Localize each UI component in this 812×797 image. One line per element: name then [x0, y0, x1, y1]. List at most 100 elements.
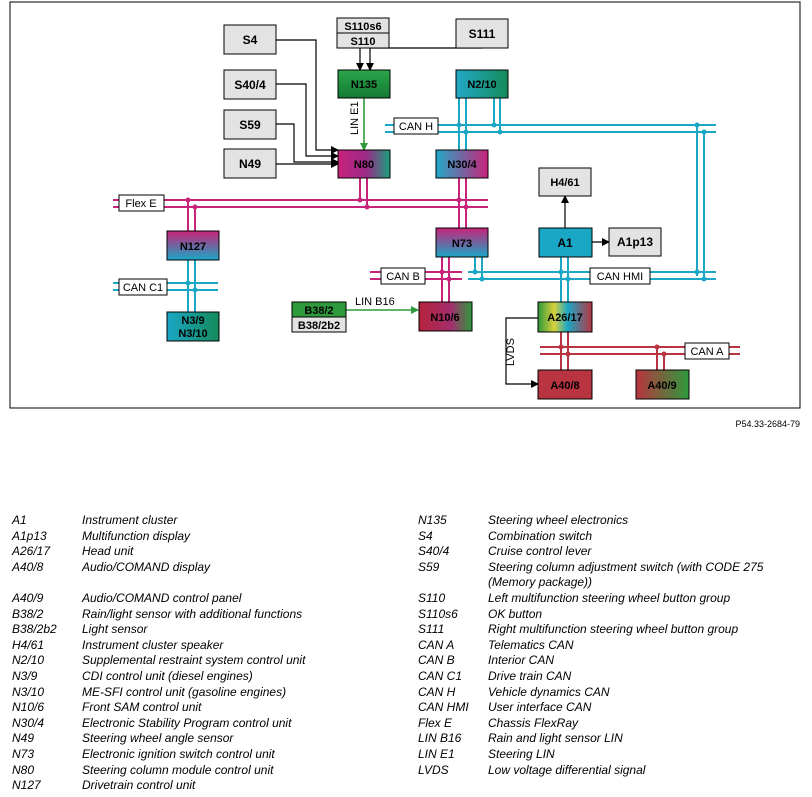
legend-code: N10/6: [12, 700, 45, 715]
flex-e-bus: [113, 178, 488, 231]
box-n2-10: N2/10: [455, 69, 509, 99]
box-n127: N127: [166, 230, 220, 261]
node-s110-label: S110: [350, 36, 375, 48]
bus-flex-e-label: Flex E: [125, 198, 156, 210]
legend-desc: Steering LIN: [488, 747, 555, 761]
bus-can-c1-label: CAN C1: [123, 282, 163, 294]
legend-code: N49: [12, 731, 35, 746]
legend-code: S111: [418, 622, 445, 637]
box-a1p13: A1p13: [608, 227, 662, 257]
legend-code: A1: [12, 513, 27, 527]
legend-code: A40/8: [12, 559, 44, 574]
box-n135: N135: [337, 69, 391, 99]
legend-code: B38/2: [12, 606, 44, 621]
legend-code: S40/4: [418, 544, 450, 559]
legend-desc: OK button: [488, 606, 543, 621]
node-a26-17-label: A26/17: [547, 312, 582, 324]
legend-desc: (Memory package)): [488, 575, 593, 590]
legend-code: S110: [418, 591, 446, 605]
legend-desc: Vehicle dynamics CAN: [488, 684, 610, 699]
legend-code: N135: [418, 513, 447, 527]
legend-desc: Instrument cluster: [82, 513, 178, 527]
box-a40-8: A40/8: [537, 369, 593, 400]
legend-desc: Electronic Stability Program control uni…: [82, 715, 292, 730]
lin-wiring: [346, 98, 419, 314]
legend-desc: Light sensor: [82, 622, 148, 637]
legend-desc: Front SAM control unit: [82, 700, 202, 715]
legend-desc: Drivetrain control unit: [82, 778, 196, 793]
legend-code: S4: [418, 528, 433, 543]
legend-code: Flex E: [418, 715, 453, 730]
legend-code: CAN HMI: [418, 700, 469, 715]
node-a1p13-label: A1p13: [617, 235, 653, 249]
bus-lvds-label: LVDS: [505, 338, 517, 366]
node-n80-label: N80: [354, 159, 374, 171]
legend-desc: Head unit: [82, 544, 134, 559]
node-b38-2-label: B38/2: [304, 305, 333, 317]
node-n3-10-label: N3/10: [178, 328, 207, 340]
can-a-junctions: [558, 344, 667, 357]
legend-desc: Rain and light sensor LIN: [488, 731, 623, 746]
box-b38-2b2: B38/2b2: [291, 316, 347, 333]
box-n73: N73: [435, 227, 489, 258]
legend-code: LIN E1: [418, 747, 455, 761]
node-n10-6-label: N10/6: [430, 312, 459, 324]
legend-desc: Steering column adjustment switch (with …: [488, 559, 764, 574]
box-s110s6: S110s6: [336, 17, 390, 34]
box-h4-61: H4/61: [538, 167, 592, 197]
node-a1-label: A1: [557, 236, 573, 250]
legend-desc: Chassis FlexRay: [488, 715, 579, 730]
legend-code: S110s6: [418, 606, 458, 621]
legend-desc: Left multifunction steering wheel button…: [488, 591, 731, 605]
node-s4-label: S4: [243, 33, 258, 47]
legend-code: N3/9: [12, 669, 38, 683]
box-n49: N49: [223, 148, 277, 179]
legend-desc: Instrument cluster speaker: [82, 637, 224, 652]
legend-desc: Audio/COMAND control panel: [82, 591, 242, 605]
bus-lin-e1-label: LIN E1: [349, 101, 361, 135]
label-flex-e: Flex E: [118, 194, 165, 212]
legend-desc: Combination switch: [488, 528, 593, 543]
node-h4-61-label: H4/61: [550, 177, 579, 189]
bus-can-a-label: CAN A: [690, 346, 724, 358]
node-n49-label: N49: [239, 157, 261, 171]
legend-code: H4/61: [12, 637, 45, 652]
legend-desc: Right multifunction steering wheel butto…: [488, 622, 739, 637]
legend-desc: User interface CAN: [488, 700, 592, 715]
legend-desc: Interior CAN: [488, 653, 555, 668]
node-n135-label: N135: [351, 79, 377, 91]
box-b38-2: B38/2: [291, 301, 347, 318]
bus-can-b-label: CAN B: [386, 271, 420, 283]
node-n3-9-label: N3/9: [181, 315, 204, 327]
legend-code: S59: [418, 559, 440, 574]
bus-lin-b16-label: LIN B16: [355, 296, 395, 308]
legend-code: CAN H: [418, 684, 456, 699]
legend-code: CAN C1: [418, 669, 463, 683]
legend-code: A1p13: [12, 528, 47, 543]
legend-code: CAN B: [418, 653, 455, 668]
legend-desc: Steering wheel angle sensor: [82, 731, 234, 746]
legend-desc: Steering column module control unit: [82, 762, 274, 777]
box-n3-9-n3-10: N3/9 N3/10: [166, 311, 220, 342]
node-a40-8-label: A40/8: [550, 380, 579, 392]
legend-desc: Telematics CAN: [488, 637, 574, 652]
box-n80: N80: [337, 149, 391, 179]
node-s40-4-label: S40/4: [234, 78, 266, 92]
box-s4: S4: [223, 24, 277, 55]
node-n30-4-label: N30/4: [447, 159, 477, 171]
legend-code: LIN B16: [418, 731, 462, 746]
legend-desc: Multifunction display: [82, 528, 191, 543]
legend-code: LVDS: [418, 762, 449, 777]
network-diagram: S4 S40/4 S59 N49 S110s6 S110 S111 H4/61 …: [9, 1, 801, 409]
box-s110: S110: [336, 32, 390, 49]
legend-code: N2/10: [12, 653, 45, 668]
bus-can-h-label: CAN H: [399, 121, 433, 133]
can-c1-junctions: [185, 280, 198, 293]
box-a1: A1: [538, 227, 593, 258]
legend-code: N3/10: [12, 684, 45, 699]
legend-code: B38/2b2: [12, 622, 57, 637]
node-s110s6-label: S110s6: [344, 21, 381, 33]
box-n30-4: N30/4: [435, 149, 489, 179]
legend-code: CAN A: [418, 637, 455, 652]
